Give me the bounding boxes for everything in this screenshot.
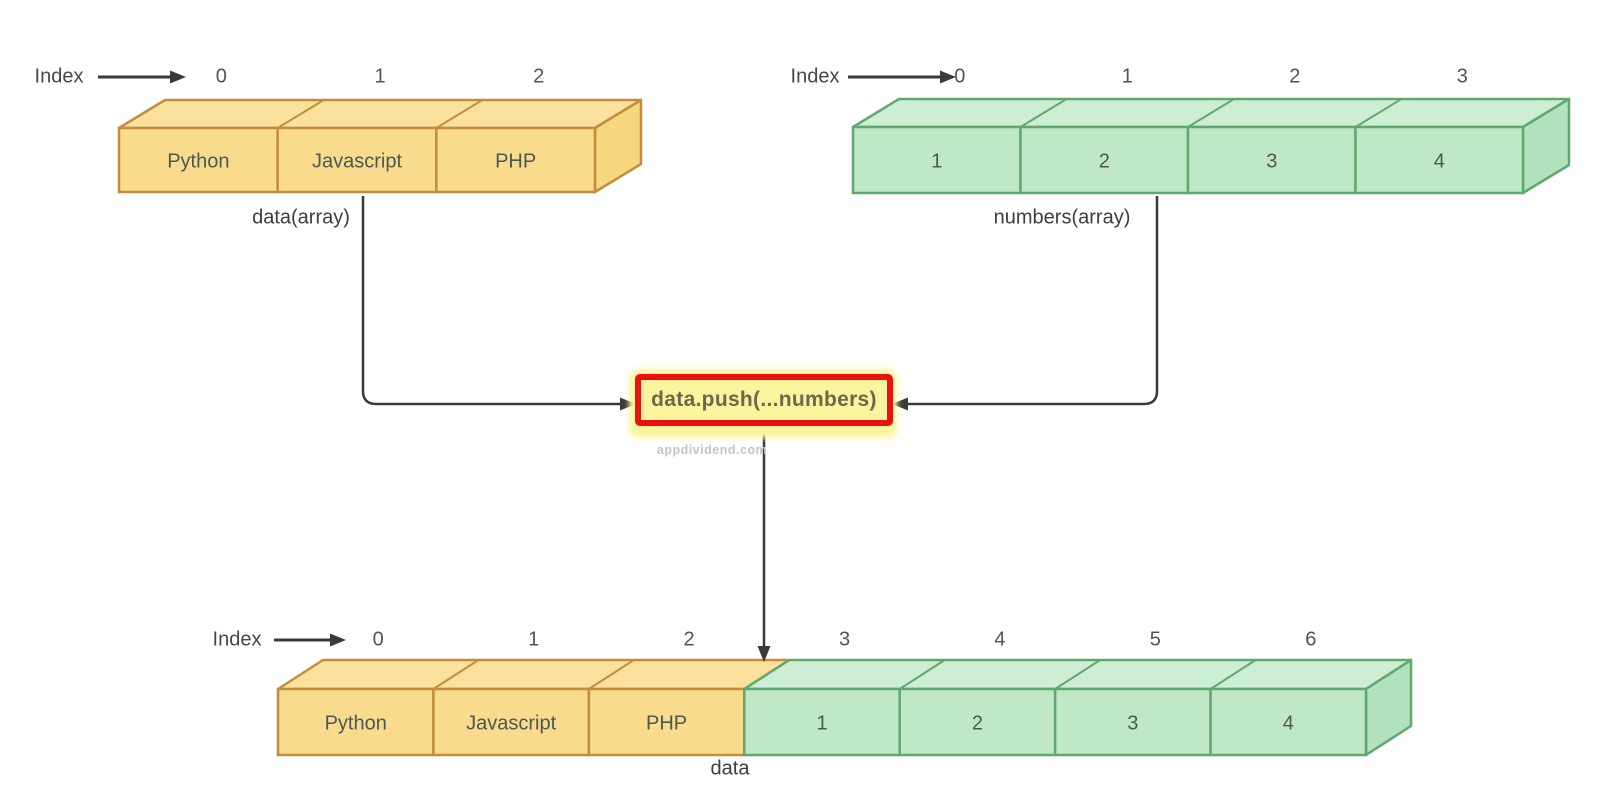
array-top-seam	[1210, 659, 1257, 690]
array-top-seam	[435, 99, 483, 129]
array-top-face	[117, 98, 643, 130]
index-number: 3	[1456, 65, 1468, 88]
cell-label: PHP	[646, 712, 688, 735]
index-number: 0	[954, 65, 966, 88]
array-top-seam	[1054, 659, 1101, 690]
cell-label: 3	[1266, 150, 1278, 173]
connector-data-to-operation	[361, 196, 621, 406]
array-top-right	[851, 97, 1571, 195]
array-cell	[1209, 687, 1368, 757]
array-name-label: numbers(array)	[993, 206, 1131, 229]
operation-text: data.push(...numbers)	[651, 388, 877, 411]
index-number: 0	[372, 628, 384, 651]
arrowhead	[620, 397, 636, 411]
array-name-label: data	[710, 757, 750, 780]
array-top-left	[117, 98, 643, 194]
index-number: 6	[1305, 628, 1317, 651]
array-top-seam	[1354, 98, 1403, 128]
array-top-seam	[743, 659, 790, 690]
index-number: 2	[1289, 65, 1301, 88]
index-label: Index	[34, 65, 84, 88]
array-bottom	[276, 658, 1413, 757]
cell-label: 3	[1127, 712, 1139, 735]
cell-label: 4	[1433, 150, 1445, 173]
cell-label: 1	[816, 712, 828, 735]
index-label: Index	[790, 65, 840, 88]
index-number: 3	[838, 628, 851, 651]
arrowhead	[757, 646, 771, 662]
index-number: 5	[1149, 628, 1161, 651]
array-top-seam	[432, 659, 479, 690]
arrowhead	[170, 70, 186, 84]
array-cell	[1019, 125, 1190, 195]
cell-label: Python	[324, 712, 387, 735]
index-label: Index	[212, 628, 262, 651]
arrowhead	[892, 397, 908, 411]
cell-label: Javascript	[466, 712, 557, 735]
index-number: 1	[528, 628, 540, 651]
array-cell	[1354, 125, 1525, 195]
array-top-seam	[1187, 98, 1235, 128]
cell-label: 4	[1282, 712, 1294, 735]
index-number: 2	[533, 65, 545, 88]
array-top-seam	[277, 99, 325, 129]
array-cell	[743, 687, 901, 757]
array-cell	[435, 126, 597, 194]
array-cell	[898, 687, 1057, 757]
array-cell	[276, 126, 438, 194]
index-number: 1	[1121, 65, 1133, 88]
array-cell	[276, 687, 435, 757]
connector-numbers-to-operation	[907, 196, 1159, 406]
array-top-seam	[1019, 98, 1068, 128]
cell-label: PHP	[495, 150, 537, 173]
array-top-seam	[588, 659, 635, 690]
array-cell	[432, 687, 591, 757]
cell-label: 2	[1098, 150, 1110, 173]
array-top-face	[276, 658, 791, 691]
cell-label: Python	[167, 150, 230, 173]
array-top-seam	[899, 659, 946, 690]
index-number: 1	[374, 65, 386, 88]
index-number: 0	[215, 65, 227, 88]
cell-label: 1	[931, 150, 943, 173]
array-cell	[1053, 687, 1212, 757]
cell-label: 2	[971, 712, 983, 735]
array-name-label: data(array)	[252, 206, 350, 229]
array-cell	[1186, 125, 1357, 195]
index-number: 4	[994, 628, 1006, 651]
index-number: 2	[683, 628, 695, 651]
array-cell	[587, 687, 746, 757]
array-cell	[117, 126, 279, 194]
operation-box: data.push(...numbers)	[635, 374, 893, 426]
cell-label: Javascript	[311, 150, 403, 173]
watermark-text: appdividend.com	[656, 443, 768, 457]
arrowhead	[940, 70, 956, 84]
arrowhead	[330, 633, 346, 647]
array-cell	[851, 125, 1022, 195]
